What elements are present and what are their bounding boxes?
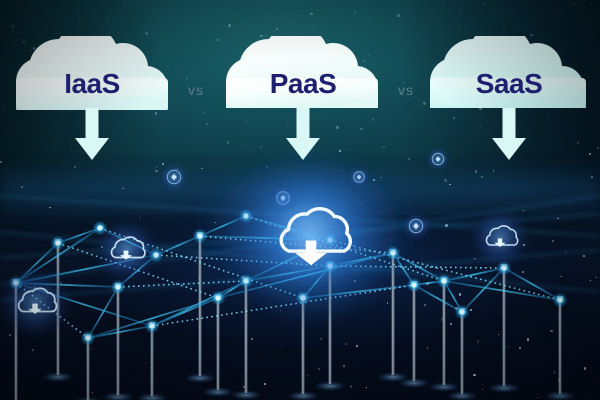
vs-separator-1: vs xyxy=(188,82,204,98)
network-pillar xyxy=(244,281,248,393)
cloud-download-icon[interactable] xyxy=(485,225,519,246)
pillar-base-glow xyxy=(488,383,520,393)
network-node[interactable] xyxy=(85,335,91,341)
network-node[interactable] xyxy=(411,282,417,288)
network-node[interactable] xyxy=(441,278,447,284)
cloud-card-paas[interactable]: PaaS xyxy=(220,36,386,108)
network-pillar xyxy=(86,338,90,400)
network-pillar xyxy=(442,281,446,385)
cloud-node-icon[interactable] xyxy=(431,152,445,166)
network-node[interactable] xyxy=(459,309,465,315)
cloud-shape-iaas xyxy=(15,36,169,110)
cloud-arrow-icon xyxy=(286,108,320,160)
pillar-base-glow xyxy=(446,391,478,400)
cloud-label-paas: PaaS xyxy=(269,68,337,99)
cloud-card-iaas[interactable]: IaaS xyxy=(8,36,176,110)
network-link xyxy=(413,284,463,313)
node-diamond-icon xyxy=(435,156,441,162)
network-link xyxy=(443,267,505,282)
pillar-base-glow xyxy=(377,372,409,382)
pillar-base-glow xyxy=(102,392,134,400)
network-pillar xyxy=(412,285,416,381)
cloud-download-icon[interactable] xyxy=(279,207,352,253)
network-pillar xyxy=(116,287,120,395)
network-link xyxy=(503,267,561,301)
network-node[interactable] xyxy=(149,323,155,329)
cloud-arrow-icon xyxy=(492,108,526,160)
network-link xyxy=(87,297,219,339)
network-pillar xyxy=(301,298,305,394)
cloud-label-iaas: IaaS xyxy=(64,68,120,99)
hero-icon-halo xyxy=(218,145,404,331)
node-diamond-icon xyxy=(171,173,177,181)
download-arrow-icon xyxy=(120,250,132,260)
cloud-card-saas[interactable]: SaaS xyxy=(424,36,594,108)
network-pillar xyxy=(14,283,18,400)
pillar-base-glow xyxy=(544,391,576,400)
network-node[interactable] xyxy=(197,233,203,239)
download-arrow-icon xyxy=(494,238,506,247)
network-pillar xyxy=(150,326,154,396)
download-arrow-icon xyxy=(28,303,42,314)
cloud-download-icon[interactable] xyxy=(17,287,58,313)
pillar-base-glow xyxy=(202,387,234,397)
network-link xyxy=(87,286,119,339)
network-pillar xyxy=(391,253,395,375)
pillar-base-glow xyxy=(287,391,319,400)
network-link xyxy=(87,325,153,339)
pillar-base-glow xyxy=(184,373,216,383)
cloud-shape-saas xyxy=(429,36,586,108)
network-link xyxy=(443,280,561,301)
icon-halo xyxy=(467,205,533,271)
network-node[interactable] xyxy=(55,240,61,246)
pillar-base-glow xyxy=(428,382,460,392)
network-node[interactable] xyxy=(557,297,563,303)
pillar-base-glow xyxy=(42,372,74,382)
pillar-base-glow xyxy=(398,378,430,388)
node-diamond-icon xyxy=(413,222,419,230)
cloud-arrow-icon xyxy=(75,108,109,160)
cloud-shape-paas xyxy=(225,36,379,108)
network-pillar xyxy=(502,268,506,386)
pillar-base-glow xyxy=(230,390,262,400)
pillar-base-glow xyxy=(314,381,346,391)
download-arrow-icon xyxy=(295,240,327,266)
vs-separator-2: vs xyxy=(398,82,414,98)
network-data-link xyxy=(329,265,505,269)
icon-halo xyxy=(91,215,161,285)
network-data-link xyxy=(117,280,247,288)
cloud-label-saas: SaaS xyxy=(475,68,543,99)
network-pillar xyxy=(558,300,562,394)
cloud-download-icon[interactable] xyxy=(110,236,146,259)
network-node[interactable] xyxy=(215,295,221,301)
icon-halo xyxy=(0,263,75,343)
network-link xyxy=(461,267,505,313)
network-data-link xyxy=(57,242,219,299)
network-pillar xyxy=(216,298,220,390)
cloud-node-icon[interactable] xyxy=(166,169,182,185)
pillar-base-glow xyxy=(136,393,168,400)
cloud-node-icon[interactable] xyxy=(408,218,424,234)
network-pillar xyxy=(460,312,464,394)
network-node[interactable] xyxy=(115,284,121,290)
